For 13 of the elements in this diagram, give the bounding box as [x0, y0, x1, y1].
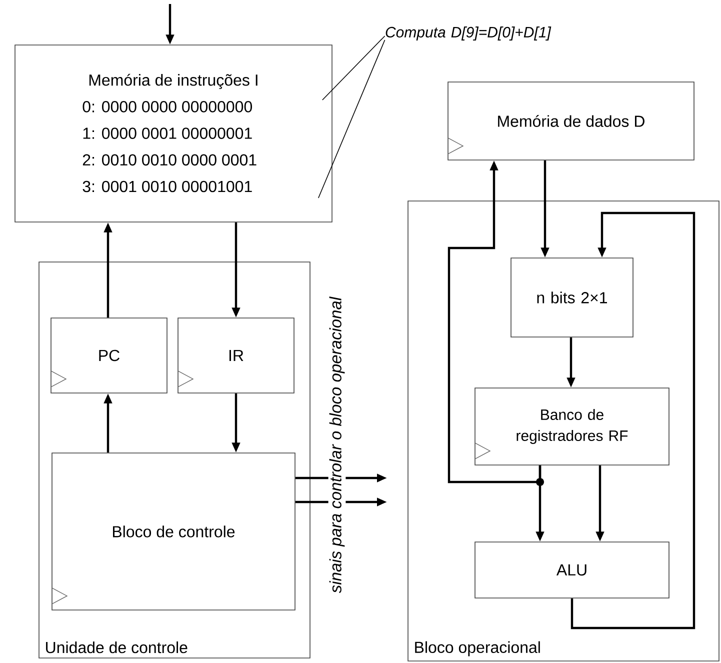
- arrow: [570, 212, 696, 630]
- memory-box: Memória de instruções I 0: 0000 0000 00000000 1: 0000 0001 00000001 2: 0010 0010 0000 0001 3: 0001 0010 00001001: [14, 44, 332, 222]
- process-box: ALU: [474, 542, 670, 598]
- register-box: PC: [50, 318, 168, 394]
- edge-label: sinais para controlar o bloco operacional: [328, 296, 346, 594]
- annotation-text: Computa D[9]=D[0]+D[1]: [386, 26, 552, 40]
- control-block-box: Bloco de controle: [52, 452, 296, 610]
- register-box: IR: [178, 318, 294, 394]
- leader-line: [322, 36, 386, 100]
- process-box: n bits 2×1: [510, 258, 634, 338]
- leader-line: [318, 40, 386, 198]
- memory-box: Memória de dados D: [448, 82, 694, 160]
- register-file-box: Banco de registradores RF: [474, 388, 670, 466]
